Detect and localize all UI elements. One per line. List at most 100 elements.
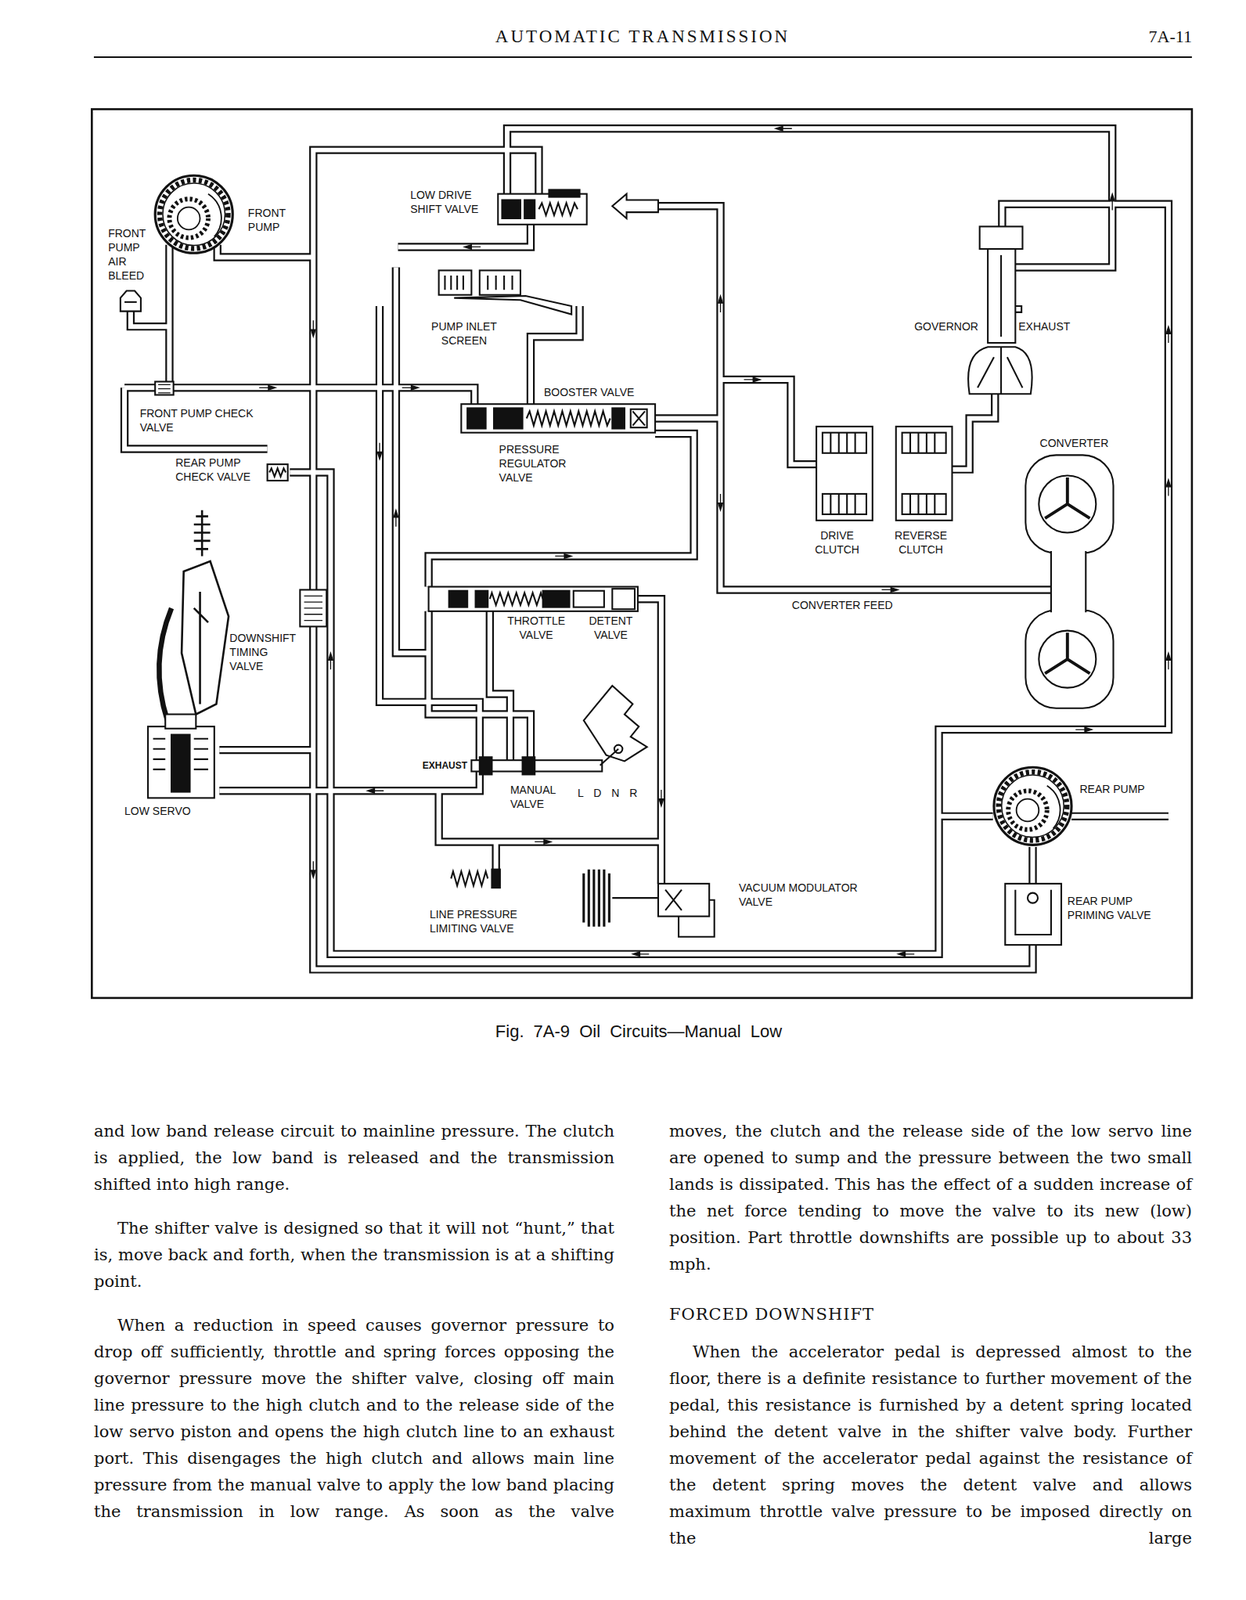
flow-arrows bbox=[310, 320, 316, 337]
valve-bodies bbox=[267, 464, 289, 481]
flow-arrows bbox=[554, 554, 572, 559]
flow-arrows bbox=[718, 493, 724, 511]
valve-bodies bbox=[543, 590, 570, 608]
valve-bodies bbox=[612, 588, 635, 609]
valve-bodies bbox=[612, 194, 659, 219]
valve-bodies bbox=[1015, 889, 1052, 935]
throttle-linkage bbox=[194, 591, 209, 704]
valve-bodies bbox=[1044, 477, 1090, 674]
valve-bodies bbox=[968, 346, 1033, 394]
valve-bodies bbox=[299, 589, 327, 627]
valve-bodies bbox=[612, 896, 659, 899]
valve-bodies bbox=[665, 889, 682, 911]
flow-arrows bbox=[718, 295, 724, 313]
flow-arrows bbox=[659, 789, 664, 807]
valve-bodies bbox=[120, 291, 141, 312]
part-label: EXHAUST bbox=[1016, 319, 1072, 334]
valve-bodies bbox=[158, 384, 171, 393]
part-label: FRONT PUMP AIR BLEED bbox=[106, 226, 154, 283]
part-label: LINE PRESSURE LIMITING VALVE bbox=[428, 907, 529, 936]
valve-bodies bbox=[600, 749, 619, 766]
valve-bodies bbox=[583, 685, 648, 761]
valve-bodies bbox=[1051, 547, 1086, 617]
valve-bodies bbox=[896, 426, 953, 521]
rear-pump-gears bbox=[1016, 799, 1040, 822]
flow-arrows bbox=[1075, 727, 1092, 732]
body-paragraph: When a reduction in speed causes governo… bbox=[93, 1311, 615, 1525]
flow-arrows bbox=[534, 839, 551, 845]
valve-bodies bbox=[612, 407, 625, 429]
flow-arrows bbox=[393, 510, 399, 527]
low-servo bbox=[171, 734, 190, 793]
valve-bodies bbox=[269, 468, 286, 476]
valve-bodies bbox=[493, 407, 523, 429]
valve-bodies bbox=[1000, 255, 1002, 337]
valve-bodies bbox=[573, 590, 605, 608]
low-servo bbox=[153, 738, 209, 770]
rear-pump-gears bbox=[1008, 790, 1048, 830]
valve-bodies bbox=[816, 426, 873, 521]
valve-bodies bbox=[658, 883, 710, 917]
part-label: REAR PUMP bbox=[1077, 781, 1146, 796]
valve-bodies bbox=[124, 301, 137, 303]
part-label: FRONT PUMP bbox=[246, 205, 299, 235]
oil-passage-bores bbox=[124, 128, 1169, 969]
valve-bodies bbox=[479, 756, 493, 775]
low-servo bbox=[147, 714, 215, 799]
section-heading: FORCED DOWNSHIFT bbox=[669, 1300, 1192, 1328]
flow-arrows bbox=[1166, 652, 1171, 670]
low-servo bbox=[165, 714, 196, 729]
valve-bodies bbox=[538, 202, 578, 216]
valve-bodies bbox=[1015, 306, 1022, 313]
rear-pump-gears bbox=[1001, 774, 1065, 838]
flow-arrows bbox=[1109, 194, 1115, 211]
part-label: PUMP INLET SCREEN bbox=[424, 319, 504, 348]
valve-bodies bbox=[453, 295, 572, 314]
figure-frame bbox=[91, 108, 1192, 998]
running-head: AUTOMATIC TRANSMISSION bbox=[495, 25, 790, 48]
valve-bodies bbox=[460, 403, 656, 433]
rear-pump-gears bbox=[993, 767, 1072, 845]
flow-arrows bbox=[310, 860, 316, 878]
rear-pump-gears bbox=[1047, 785, 1061, 829]
valve-bodies bbox=[902, 432, 947, 454]
throttle-linkage bbox=[158, 510, 229, 721]
valve-bodies bbox=[497, 194, 587, 225]
valve-bodies bbox=[439, 270, 472, 295]
flow-arrows bbox=[897, 951, 915, 957]
front-pump-gears bbox=[154, 175, 233, 253]
part-label: CONVERTER bbox=[1038, 435, 1111, 451]
front-pump-gears bbox=[177, 207, 201, 231]
part-label: VACUUM MODULATOR VALVE bbox=[737, 880, 868, 909]
part-label: LOW DRIVE SHIFT VALVE bbox=[408, 187, 494, 217]
valve-bodies bbox=[830, 432, 855, 515]
valve-bodies bbox=[548, 189, 580, 197]
front-pump-gears bbox=[159, 180, 228, 249]
valve-bodies bbox=[979, 226, 1023, 249]
body-paragraph: When the accelerator pedal is depressed … bbox=[669, 1338, 1192, 1552]
valve-bodies bbox=[822, 493, 867, 515]
part-label: DETENT VALVE bbox=[583, 613, 638, 642]
page-number: 7A-11 bbox=[1148, 26, 1192, 47]
valve-bodies bbox=[1004, 883, 1062, 945]
throttle-linkage bbox=[158, 608, 172, 721]
flow-arrows bbox=[632, 951, 649, 957]
valve-bodies bbox=[449, 590, 468, 608]
body-paragraph: and low band release circuit to mainline… bbox=[93, 1117, 615, 1198]
header-rule bbox=[93, 56, 1192, 58]
flow-arrows bbox=[775, 126, 793, 131]
oil-passage-walls bbox=[124, 128, 1169, 969]
front-pump-gears bbox=[169, 198, 209, 238]
valve-bodies bbox=[428, 586, 638, 612]
part-label: REAR PUMP CHECK VALVE bbox=[173, 455, 254, 484]
part-label: LOW SERVO bbox=[122, 803, 193, 818]
valve-bodies bbox=[977, 346, 1023, 394]
valve-bodies bbox=[120, 189, 1114, 945]
valve-bodies bbox=[632, 410, 645, 425]
part-label: FRONT PUMP CHECK VALVE bbox=[138, 406, 266, 435]
body-paragraph: moves, the clutch and the release side o… bbox=[669, 1117, 1192, 1278]
part-label: DRIVE CLUTCH bbox=[810, 528, 865, 557]
valve-bodies bbox=[522, 756, 536, 775]
flow-arrows bbox=[1166, 326, 1171, 343]
